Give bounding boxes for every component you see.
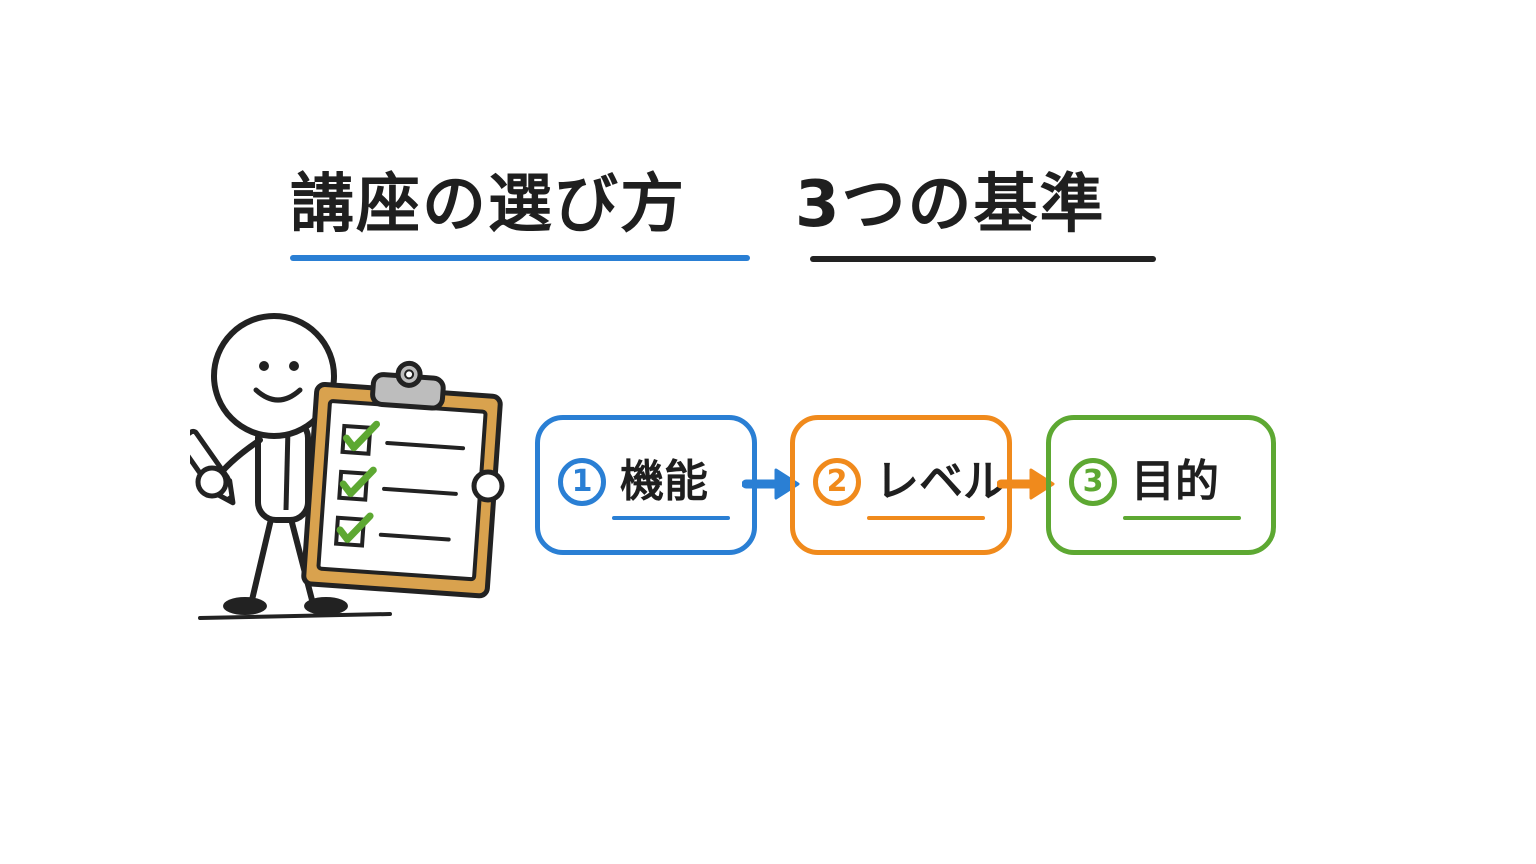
step-number-2: 2	[813, 458, 861, 506]
step-label-3: 目的	[1131, 456, 1219, 507]
step-underline-3	[1123, 516, 1241, 520]
left-eye	[259, 361, 269, 371]
clipboard-icon	[301, 360, 503, 599]
checklist-row-2	[337, 466, 458, 502]
title-right-underline	[810, 256, 1156, 262]
right-foot	[304, 597, 348, 615]
arrow-right-icon	[997, 468, 1055, 500]
ground-line	[198, 612, 392, 620]
left-leg	[249, 512, 275, 603]
step-number-1: 1	[558, 458, 606, 506]
head	[211, 313, 337, 439]
tie	[283, 427, 291, 511]
step-number-3: 3	[1069, 458, 1117, 506]
step-underline-1	[612, 516, 730, 520]
right-hand	[471, 469, 505, 503]
left-foot	[223, 597, 267, 615]
step-label-2: レベル	[875, 456, 1007, 507]
step-label-1: 機能	[620, 456, 708, 507]
arrow-right-icon	[742, 468, 800, 500]
right-eye	[289, 361, 299, 371]
step-box-3: 3 目的	[1046, 415, 1276, 555]
checklist-row-3	[333, 512, 451, 548]
title-right: 3つの基準	[795, 168, 1106, 242]
step-underline-2	[867, 516, 985, 520]
step-box-1: 1 機能	[535, 415, 757, 555]
left-hand	[195, 465, 229, 499]
stick-figure-with-clipboard-icon	[190, 313, 505, 620]
smile	[253, 387, 303, 403]
title-left-underline	[290, 255, 750, 261]
step-box-2: 2 レベル	[790, 415, 1012, 555]
title-left: 講座の選び方	[290, 168, 686, 242]
checklist-row-1	[340, 420, 466, 456]
